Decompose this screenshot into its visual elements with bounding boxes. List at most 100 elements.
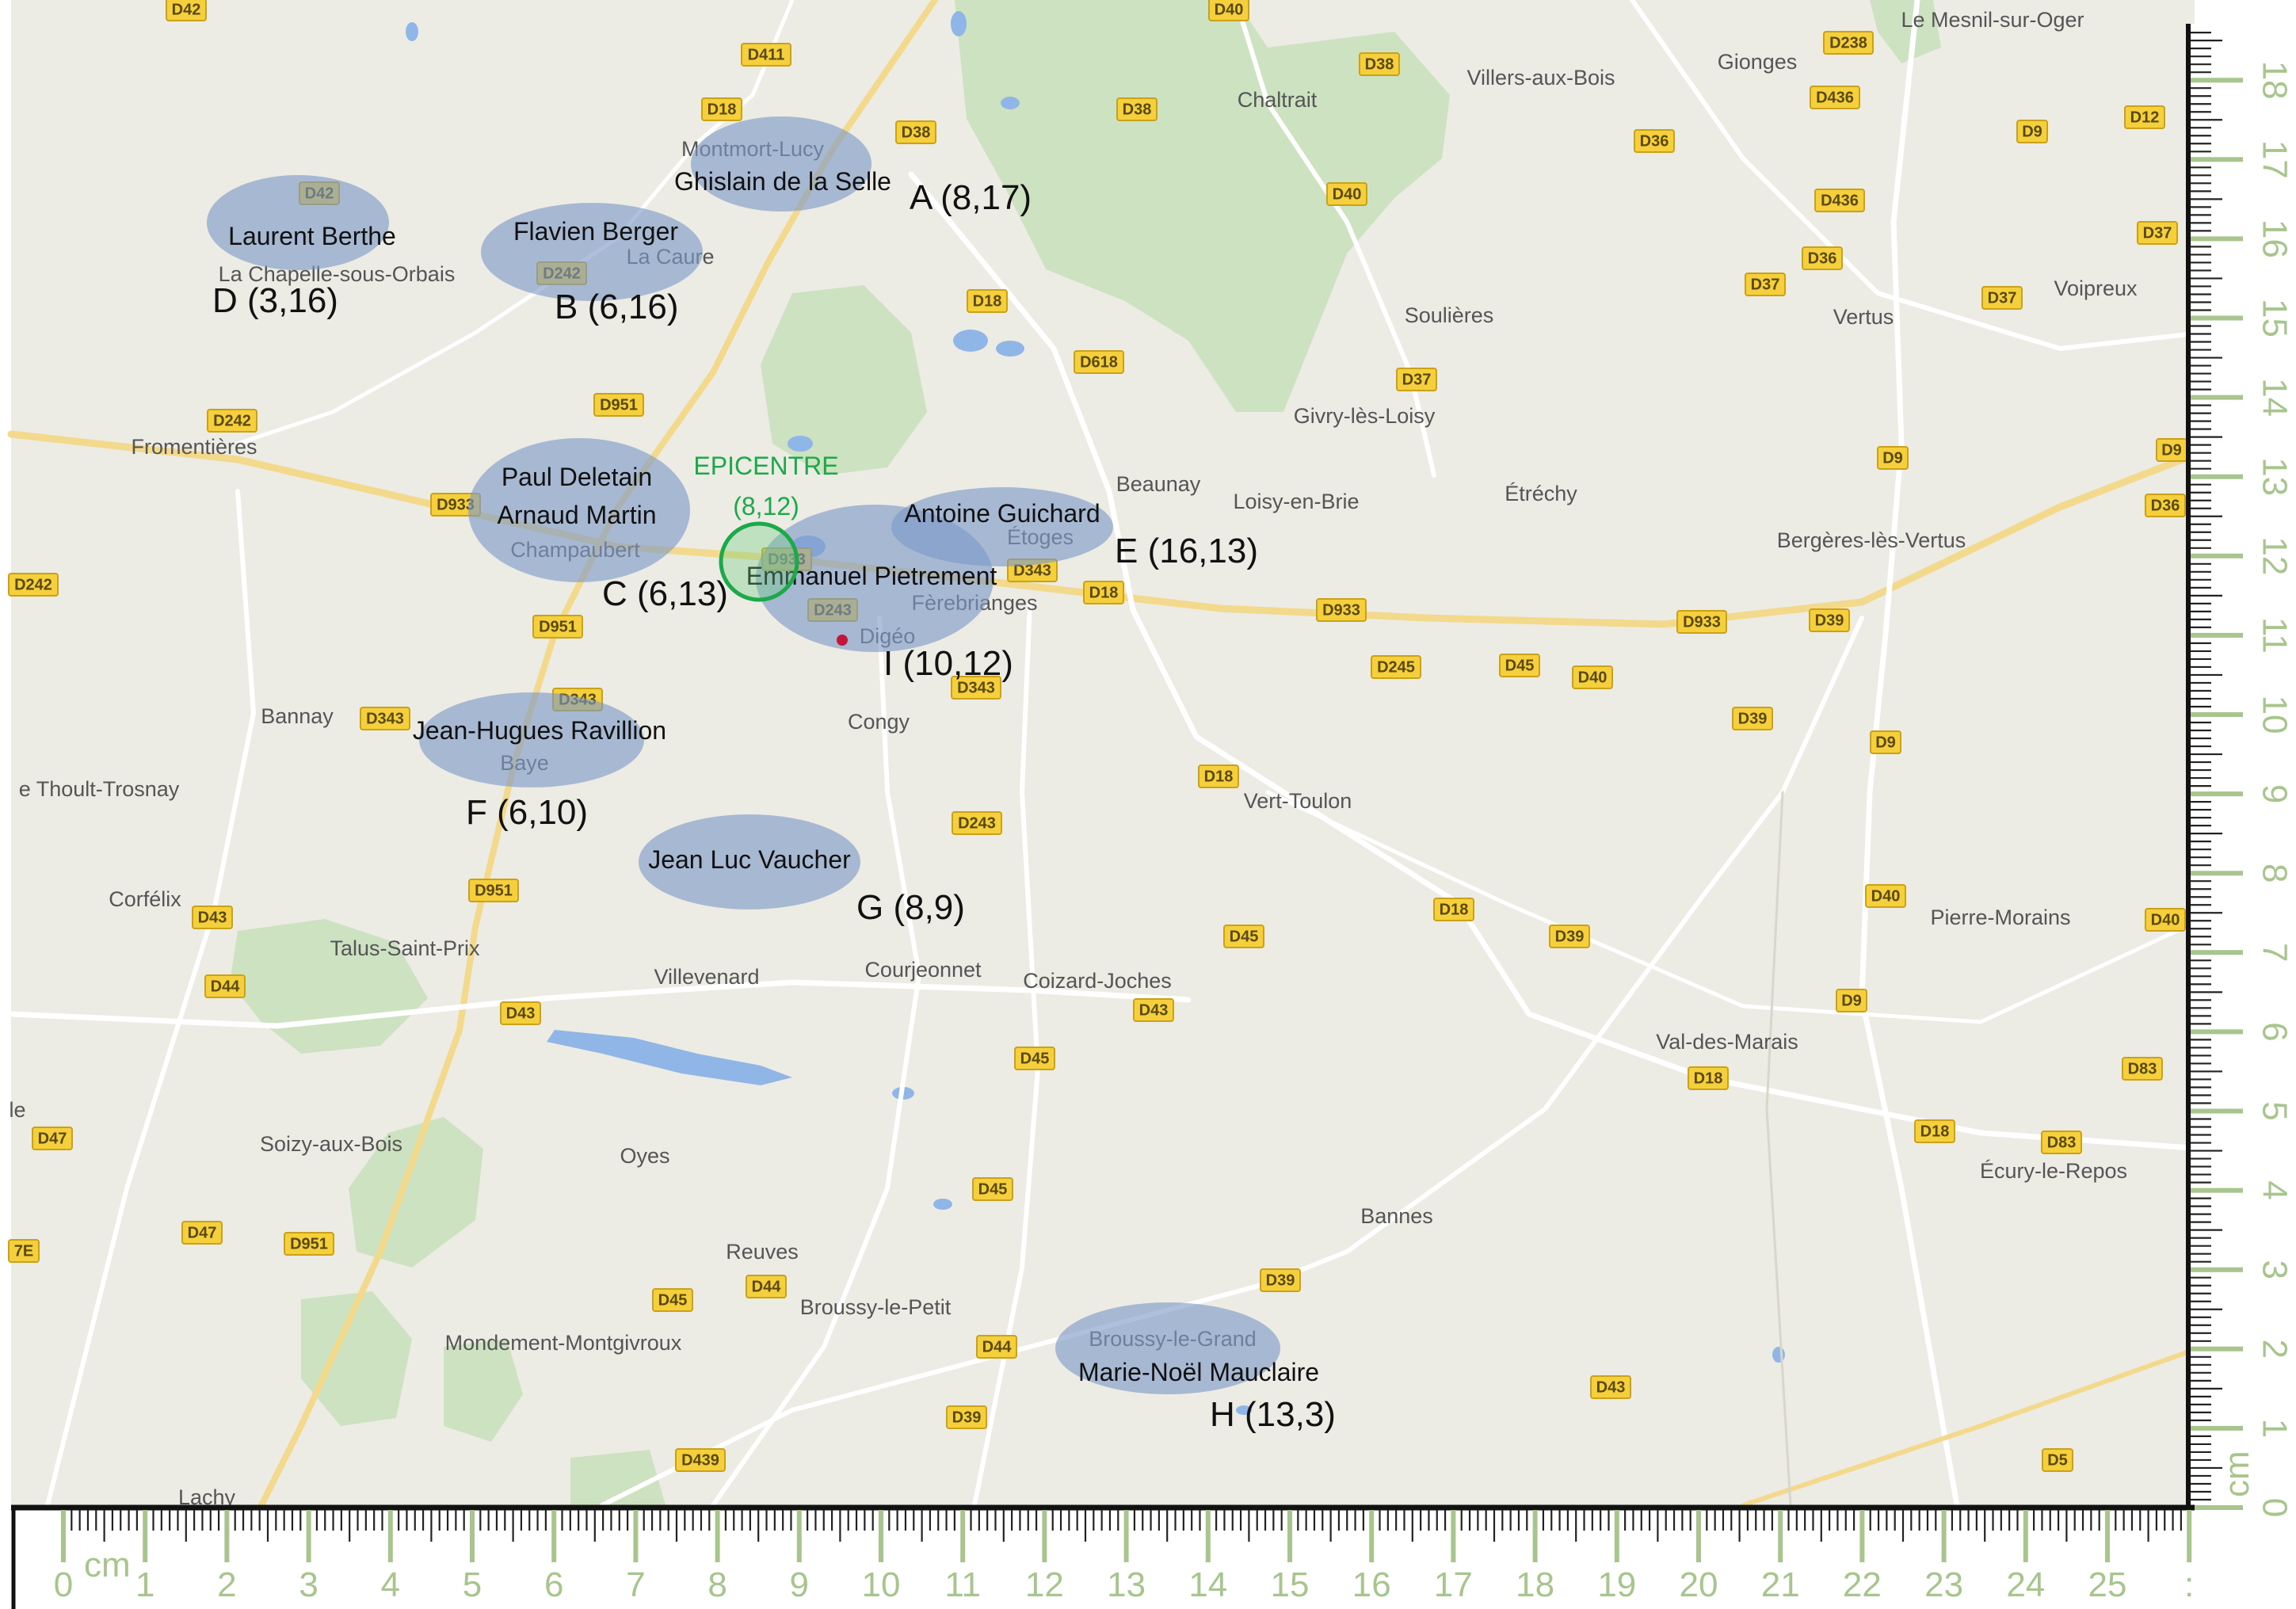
road-label: D40 (2145, 908, 2186, 932)
svg-text:D37: D37 (1988, 289, 2017, 307)
svg-text:D40: D40 (1333, 185, 1362, 203)
road-label: D12 (2124, 105, 2165, 129)
road-label: D439 (675, 1448, 726, 1472)
ruler-right-number: 9 (2255, 784, 2294, 803)
road-label: D9 (2016, 120, 2048, 143)
svg-text:D18: D18 (1920, 1123, 1950, 1140)
road-label: D242 (8, 573, 59, 597)
road-label: D43 (192, 906, 233, 929)
person-name: Jean Luc Vaucher (648, 845, 851, 874)
road-label: D18 (701, 97, 742, 121)
ruler-bottom-number: 4 (381, 1565, 400, 1604)
svg-text:D436: D436 (1821, 192, 1859, 209)
coordinate-label: I (10,12) (883, 644, 1013, 683)
epicentre-coordinate: (8,12) (733, 492, 799, 520)
road-label: D44 (976, 1335, 1017, 1359)
road-label: D43 (1590, 1375, 1631, 1399)
ruler-right-number: 17 (2255, 140, 2294, 179)
ruler-bottom-number: 19 (1597, 1565, 1636, 1604)
svg-text:D951: D951 (475, 882, 513, 899)
town-label: Talus-Saint-Prix (330, 936, 480, 960)
road-label: D40 (1326, 182, 1367, 206)
svg-text:D18: D18 (1089, 584, 1119, 601)
svg-text:D933: D933 (1683, 613, 1721, 631)
ruler-right-number: 10 (2255, 696, 2294, 734)
road-label: D36 (2145, 494, 2186, 517)
ruler-bottom-number: 0 (54, 1565, 73, 1604)
svg-text:D242: D242 (213, 412, 251, 429)
road-label: D44 (746, 1275, 787, 1298)
road-label: D18 (967, 289, 1008, 313)
svg-text:D18: D18 (707, 101, 737, 118)
svg-text:D44: D44 (211, 978, 241, 995)
person-name: Jean-Hugues Ravillion (413, 716, 666, 745)
town-label: Soulières (1405, 303, 1494, 327)
town-label: Loisy-en-Brie (1233, 490, 1359, 513)
town-label: Oyes (620, 1144, 669, 1168)
blob-c (468, 438, 690, 582)
svg-text:D933: D933 (437, 496, 475, 513)
town-label: Val-des-Marais (1656, 1030, 1798, 1054)
svg-text:D44: D44 (982, 1338, 1013, 1355)
road-label: D36 (1802, 246, 1843, 270)
blob-f (419, 692, 644, 787)
svg-text:D43: D43 (506, 1005, 536, 1022)
ruler-right-number: 4 (2255, 1180, 2294, 1199)
person-name: Paul Deletain (502, 463, 652, 491)
blob-d (207, 175, 389, 270)
road-label: D18 (1914, 1119, 1955, 1143)
town-label: Pierre-Morains (1930, 906, 2070, 929)
svg-text:D37: D37 (1402, 371, 1432, 388)
label-b: Flavien Berger B (6,16) (513, 217, 679, 326)
svg-text:D36: D36 (1640, 132, 1669, 150)
coordinate-label: E (16,13) (1115, 532, 1258, 570)
svg-text:D39: D39 (1738, 710, 1768, 727)
road-label: D36 (1634, 129, 1675, 153)
forest-areas (230, 0, 1941, 1505)
town-label: Villevenard (654, 965, 759, 989)
town-label: le (9, 1098, 25, 1122)
road-label: D39 (1549, 925, 1590, 948)
road-label: D45 (1223, 925, 1264, 948)
ruler-bottom-number: 8 (707, 1565, 727, 1604)
svg-text:D9: D9 (1882, 449, 1903, 467)
road-label: D933 (1316, 598, 1367, 622)
town-label: Le Mesnil-sur-Oger (1901, 8, 2084, 32)
svg-text:D9: D9 (2022, 123, 2042, 140)
road-label: D436 (1814, 189, 1865, 212)
ruler-bottom-number: 21 (1761, 1565, 1800, 1604)
svg-text:D83: D83 (2047, 1134, 2077, 1151)
town-label: Vertus (1833, 305, 1894, 329)
road-label: D9 (1836, 989, 1867, 1012)
ruler-right-number: 5 (2255, 1101, 2294, 1120)
town-label: Vert-Toulon (1244, 789, 1352, 813)
label-d: Laurent Berthe D (3,16) (212, 222, 396, 320)
road-label: D83 (2122, 1057, 2163, 1081)
road-label: D618 (1074, 350, 1124, 374)
road-label: D45 (972, 1177, 1013, 1201)
road-label: D243 (952, 811, 1002, 835)
svg-text:D18: D18 (1694, 1069, 1723, 1087)
svg-text:D39: D39 (1266, 1272, 1295, 1289)
digeo-marker-icon (837, 635, 848, 646)
town-label: Courjeonnet (864, 958, 982, 982)
ruler-bottom-number: 9 (790, 1565, 809, 1604)
ruler-bottom-number: 23 (1924, 1565, 1963, 1604)
svg-text:D18: D18 (1204, 768, 1234, 785)
svg-text:D343: D343 (366, 710, 404, 727)
blob-h (1055, 1302, 1280, 1394)
road-label: D38 (895, 120, 936, 144)
town-label: e Thoult-Trosnay (19, 777, 180, 801)
ruler-bottom-number: 15 (1271, 1565, 1310, 1604)
ruler-right-number: 18 (2255, 61, 2294, 100)
ruler-right-number: 12 (2255, 536, 2294, 575)
ruler-bottom-number: 16 (1352, 1565, 1391, 1604)
coordinate-label: H (13,3) (1210, 1395, 1336, 1434)
town-label: Villers-aux-Bois (1466, 66, 1615, 90)
person-name: Flavien Berger (513, 217, 678, 246)
label-c: Paul Deletain Arnaud Martin C (6,13) (498, 463, 728, 613)
svg-text:D47: D47 (188, 1224, 217, 1241)
person-name: Antoine Guichard (904, 499, 1100, 528)
blob-g (639, 814, 860, 909)
